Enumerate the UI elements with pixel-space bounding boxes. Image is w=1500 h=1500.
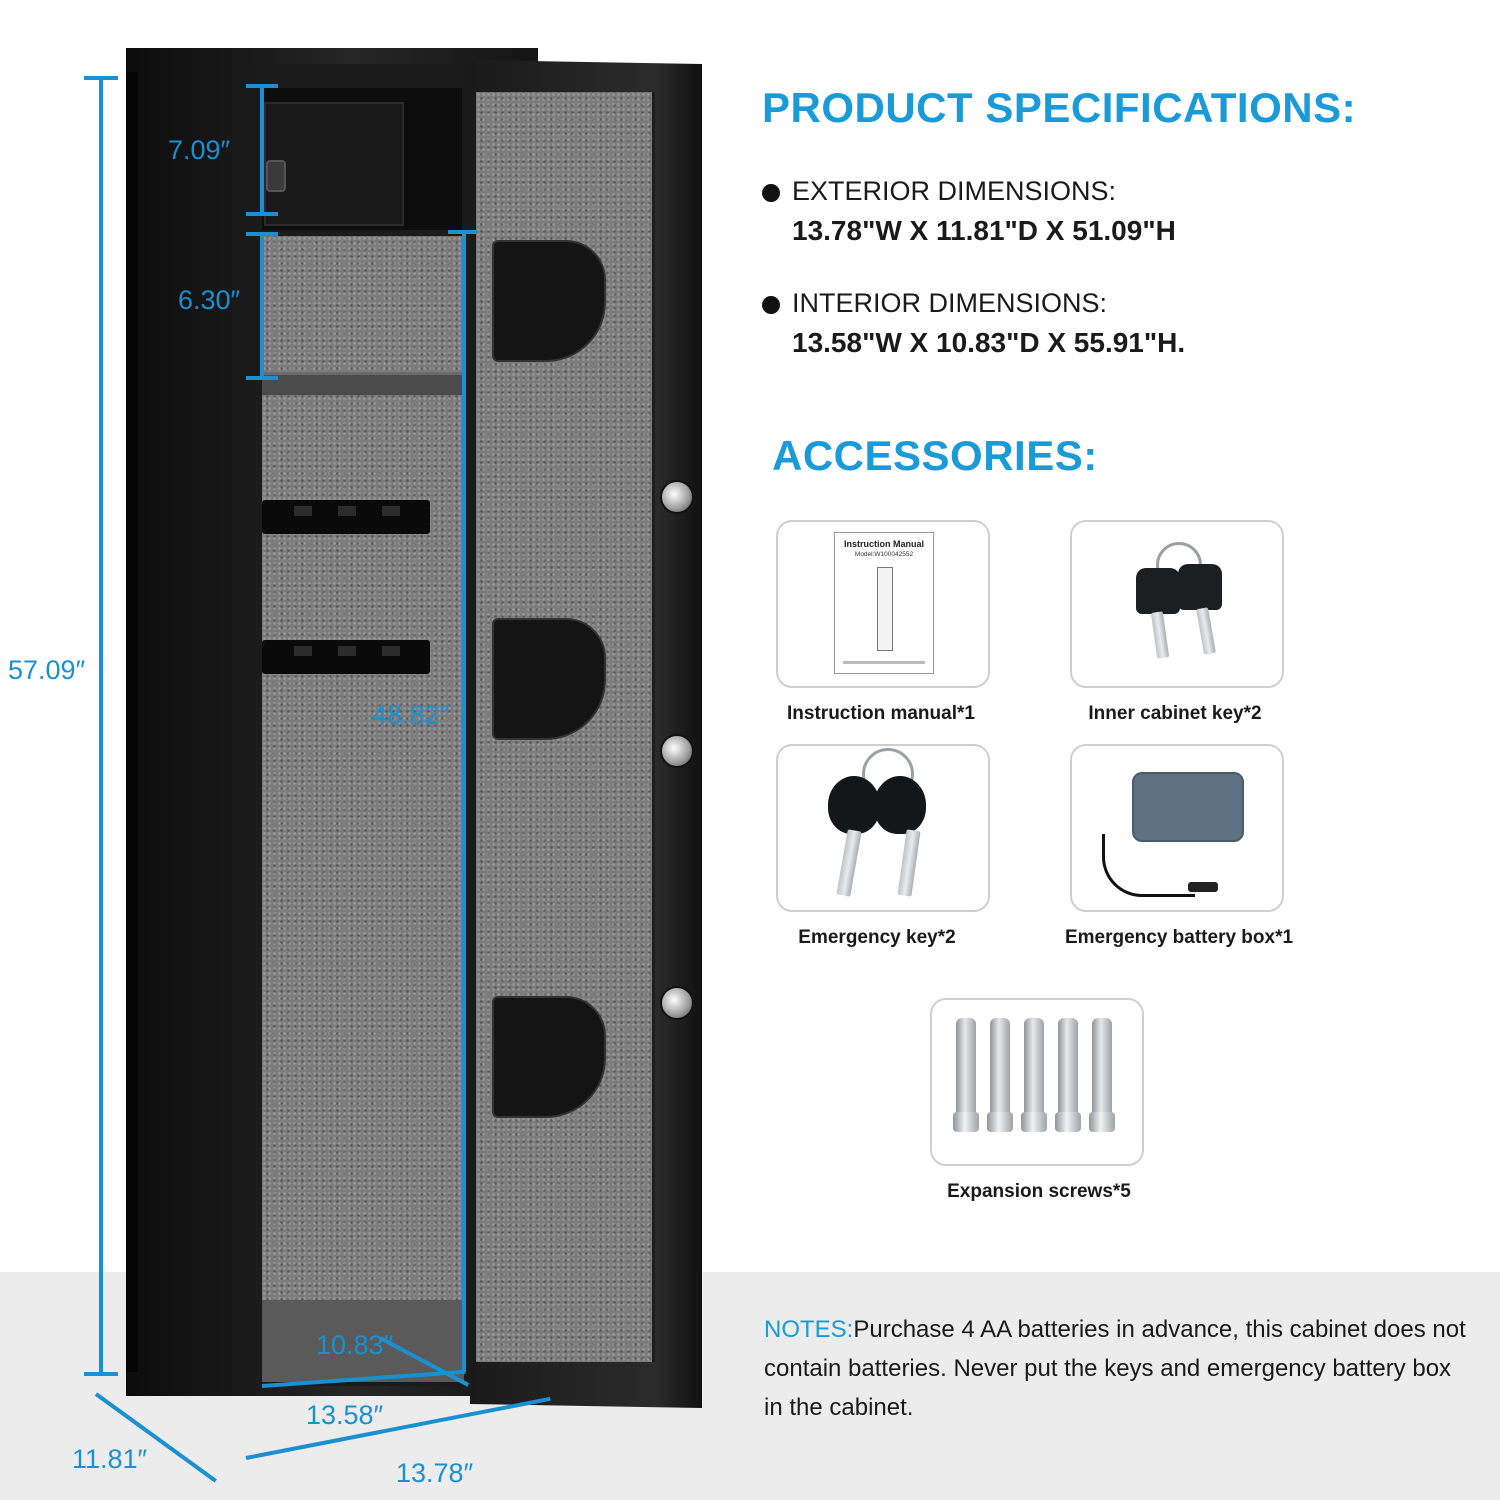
interior-felt-lining (262, 236, 464, 1382)
safe-side-panel (126, 72, 138, 1372)
accessory-card-emergency-keys (776, 744, 990, 912)
interior-width-label: 13.58″ (306, 1400, 384, 1430)
shelf (262, 372, 466, 395)
instruction-manual-icon: Instruction Manual Model:W100042552 (834, 532, 934, 674)
manual-safe-drawing (877, 567, 893, 651)
accessory-label: Emergency battery box*1 (1064, 927, 1294, 948)
accessory-label: Expansion screws*5 (947, 1181, 1131, 1202)
bullet-icon (762, 183, 780, 202)
specifications-heading: PRODUCT SPECIFICATIONS: (762, 84, 1357, 131)
dimension-tick (448, 230, 478, 234)
notes-label: NOTES: (764, 1316, 854, 1343)
total-height-line (99, 78, 103, 1374)
dimension-tick (84, 76, 118, 80)
interior-depth-label: 10.83″ (316, 1330, 394, 1360)
exterior-depth-label: 11.81″ (72, 1444, 148, 1474)
accessory-label: Emergency key*2 (798, 927, 956, 948)
notes: NOTES:Purchase 4 AA batteries in advance… (764, 1310, 1474, 1427)
manual-footnote (843, 661, 925, 664)
exterior-width-label: 13.78″ (396, 1458, 474, 1488)
dimension-tick (246, 376, 278, 380)
dimension-tick (84, 1372, 118, 1376)
total-height-label: 57.09″ (8, 655, 86, 685)
door-pocket-top (492, 240, 606, 362)
spec-label: EXTERIOR DIMENSIONS: (792, 176, 1117, 206)
manual-model: Model:W100042552 (854, 551, 914, 558)
barrel-rack-lower (262, 640, 430, 674)
interior-dimensions-spec: INTERIOR DIMENSIONS: 13.58"W X 10.83"D X… (762, 288, 1402, 359)
safe-floor (262, 1300, 464, 1382)
bullet-icon (762, 295, 780, 314)
door-bolt-knob (660, 734, 694, 768)
interior-height-label: 48.82″ (372, 700, 450, 730)
dimension-tick (246, 212, 278, 216)
dimension-tick (246, 84, 278, 88)
accessory-label: Inner cabinet key*2 (1088, 703, 1262, 724)
accessory-card-battery-box (1070, 744, 1284, 912)
spec-label: INTERIOR DIMENSIONS: (792, 288, 1108, 318)
top-lockbox-door (264, 102, 404, 226)
accessory-label: Instruction manual*1 (787, 703, 975, 724)
accessory-card-screws (930, 998, 1144, 1166)
barrel-rack-upper (262, 500, 430, 534)
door-bolt-knob (660, 986, 694, 1020)
door-pocket-bottom (492, 996, 606, 1118)
interior-height-line (462, 232, 466, 1372)
spec-value: 13.78"W X 11.81"D X 51.09"H (792, 215, 1176, 246)
top-box-height-line (260, 86, 264, 214)
manual-title: Instruction Manual (843, 539, 924, 549)
top-box-height-label: 7.09″ (168, 135, 231, 165)
exterior-dimensions-spec: EXTERIOR DIMENSIONS: 13.78"W X 11.81"D X… (762, 176, 1402, 247)
compartment-height-line (260, 234, 264, 378)
door-pocket-middle (492, 618, 606, 740)
accessory-card-inner-keys (1070, 520, 1284, 688)
accessory-card-manual: Instruction Manual Model:W100042552 (776, 520, 990, 688)
door-bolt-knob (660, 480, 694, 514)
accessories-heading: ACCESSORIES: (772, 432, 1098, 479)
notes-text: Purchase 4 AA batteries in advance, this… (764, 1316, 1466, 1421)
dimension-tick (246, 232, 278, 236)
compartment-height-label: 6.30″ (178, 285, 241, 315)
spec-value: 13.58"W X 10.83"D X 55.91"H. (792, 327, 1186, 358)
lock-icon (266, 160, 286, 192)
